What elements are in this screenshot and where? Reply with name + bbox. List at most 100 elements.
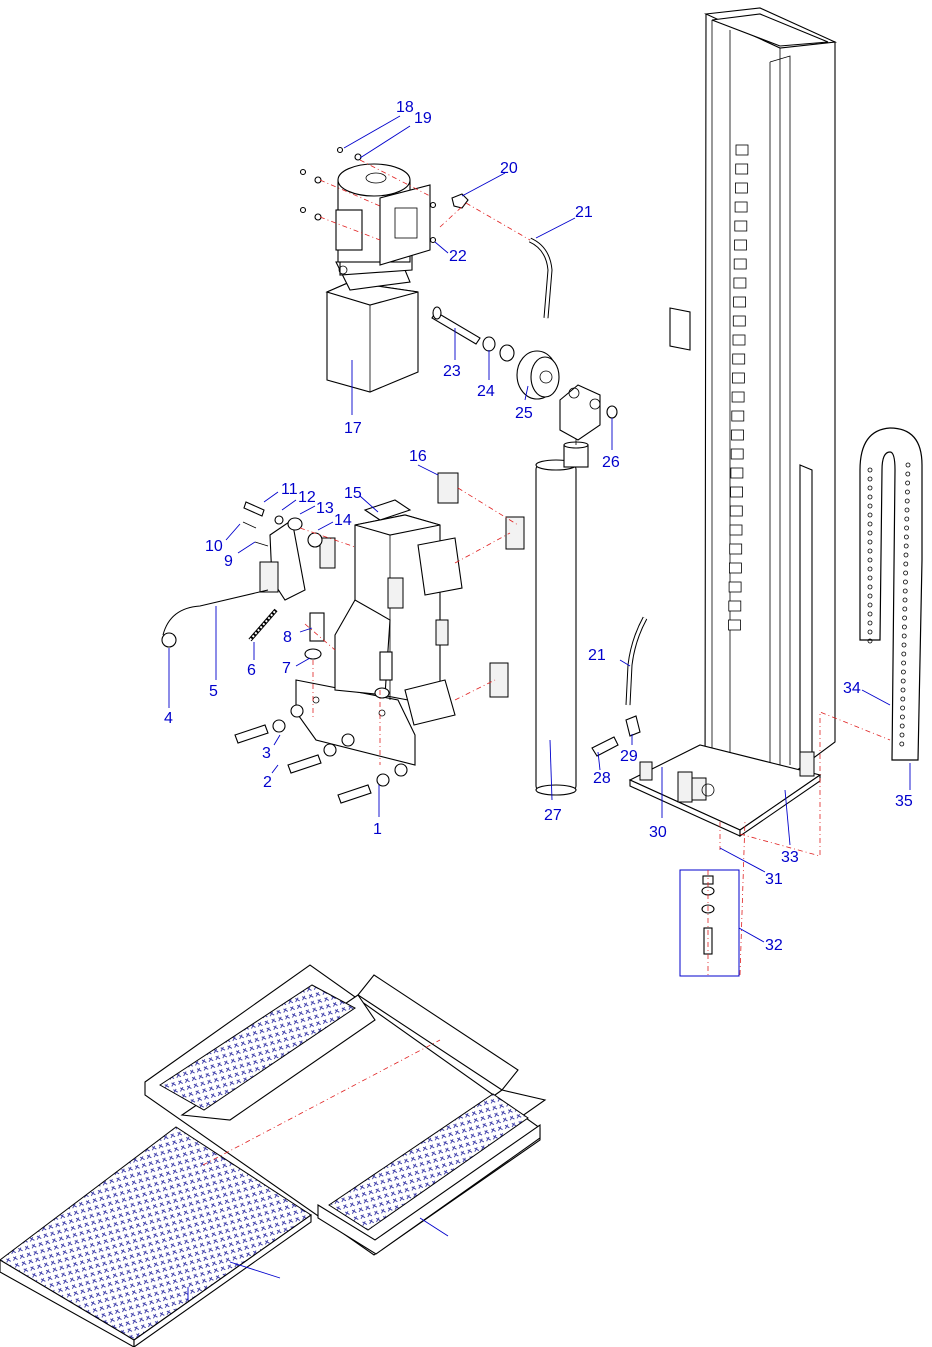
ramp-frame: [144, 964, 547, 1256]
chain-link: [903, 543, 909, 549]
safety-latch-assembly: [161, 501, 393, 699]
lock-slot: [731, 391, 745, 403]
callout-3: 3: [262, 745, 271, 762]
callout-15: 15: [344, 485, 362, 502]
chain-link: [867, 575, 873, 581]
chain-link: [904, 498, 910, 504]
chain-link: [901, 660, 906, 666]
callout-18: 18: [396, 99, 414, 116]
lock-slot: [729, 505, 743, 517]
lift-chain: [859, 427, 923, 761]
chain-link: [902, 588, 908, 594]
chain-link: [899, 723, 905, 729]
chain-link: [901, 669, 906, 675]
chain-link: [905, 489, 910, 495]
callout-30: 30: [649, 824, 667, 841]
callout-25: 25: [515, 405, 533, 422]
chain-link: [867, 539, 873, 545]
chain-link: [901, 642, 907, 648]
chain-link: [903, 570, 908, 576]
callout-31: 31: [765, 871, 783, 888]
chain-link: [899, 741, 905, 747]
lock-slot: [731, 410, 745, 422]
chain-link: [902, 624, 907, 630]
lock-slot: [730, 486, 743, 498]
chain-link: [901, 633, 907, 639]
lift-column: [628, 7, 838, 838]
chain-link: [867, 548, 873, 554]
lock-slot: [732, 334, 746, 346]
hydraulic-cylinder: [535, 384, 618, 796]
callout-labels: 1 2 3 4 5 6 7 8 9 10 11 12 13 14 15 16 1…: [164, 99, 913, 954]
chain-link: [867, 521, 873, 527]
chain-link: [902, 615, 907, 621]
callout-29: 29: [620, 748, 638, 765]
lock-slot: [732, 372, 745, 384]
callout-8: 8: [283, 629, 292, 646]
chain-link: [867, 485, 873, 491]
lock-slot: [730, 448, 744, 460]
callout-12: 12: [298, 489, 316, 506]
callout-2: 2: [263, 774, 272, 791]
callout-32: 32: [765, 937, 783, 954]
callout-14: 14: [334, 512, 352, 529]
chain-link: [904, 507, 910, 513]
chain-link: [867, 494, 873, 500]
chain-link: [867, 476, 873, 482]
callout-10: 10: [205, 538, 223, 555]
chain-link: [900, 678, 906, 684]
callout-19: 19: [414, 110, 432, 127]
lock-slot: [735, 163, 749, 175]
callout-5: 5: [209, 683, 218, 700]
callout-21-hose-lower: 21: [588, 647, 606, 664]
callout-13: 13: [316, 500, 334, 517]
assembly-centerlines: [202, 159, 891, 1166]
lock-slot: [728, 619, 741, 631]
chain-link: [902, 606, 908, 612]
callout-1: 1: [373, 821, 382, 838]
chain-link: [867, 566, 873, 572]
power-unit: [325, 163, 431, 393]
callout-leaders: [168, 115, 911, 1300]
lock-slot: [735, 144, 749, 156]
callout-16: 16: [409, 448, 427, 465]
chain-link: [903, 579, 908, 585]
chain-link: [899, 732, 905, 738]
callout-11: 11: [281, 481, 298, 498]
callout-33: 33: [781, 849, 799, 866]
chain-link: [867, 602, 873, 608]
chain-link: [900, 705, 905, 711]
chain-link: [905, 462, 911, 468]
lock-slot: [734, 201, 748, 213]
chain-link: [867, 530, 873, 536]
chain-link: [902, 597, 908, 603]
callout-17: 17: [344, 420, 362, 437]
chain-link: [904, 534, 909, 540]
callout-27: 27: [544, 807, 562, 824]
callout-21-hose-top: 21: [575, 204, 593, 221]
lock-slot: [730, 467, 744, 479]
callout-22: 22: [449, 248, 467, 265]
callout-24: 24: [477, 383, 495, 400]
chain-link: [900, 696, 906, 702]
callout-35: 35: [895, 793, 913, 810]
callout-20: 20: [500, 160, 518, 177]
lock-slot: [733, 296, 746, 308]
callout-4: 4: [164, 710, 173, 727]
lock-slot: [735, 182, 748, 194]
chain-link: [867, 629, 873, 635]
lock-slot: [731, 429, 744, 441]
chain-link: [904, 525, 909, 531]
chain-link: [867, 467, 873, 473]
chain-link: [900, 687, 906, 693]
floor-plate: [0, 1126, 312, 1347]
chain-link: [903, 561, 909, 567]
chain-link: [867, 593, 873, 599]
chain-link: [900, 714, 905, 720]
chain-link: [904, 516, 910, 522]
callout-26: 26: [602, 454, 620, 471]
callout-34: 34: [843, 680, 861, 697]
chain-link: [867, 512, 873, 518]
chain-link: [867, 620, 873, 626]
